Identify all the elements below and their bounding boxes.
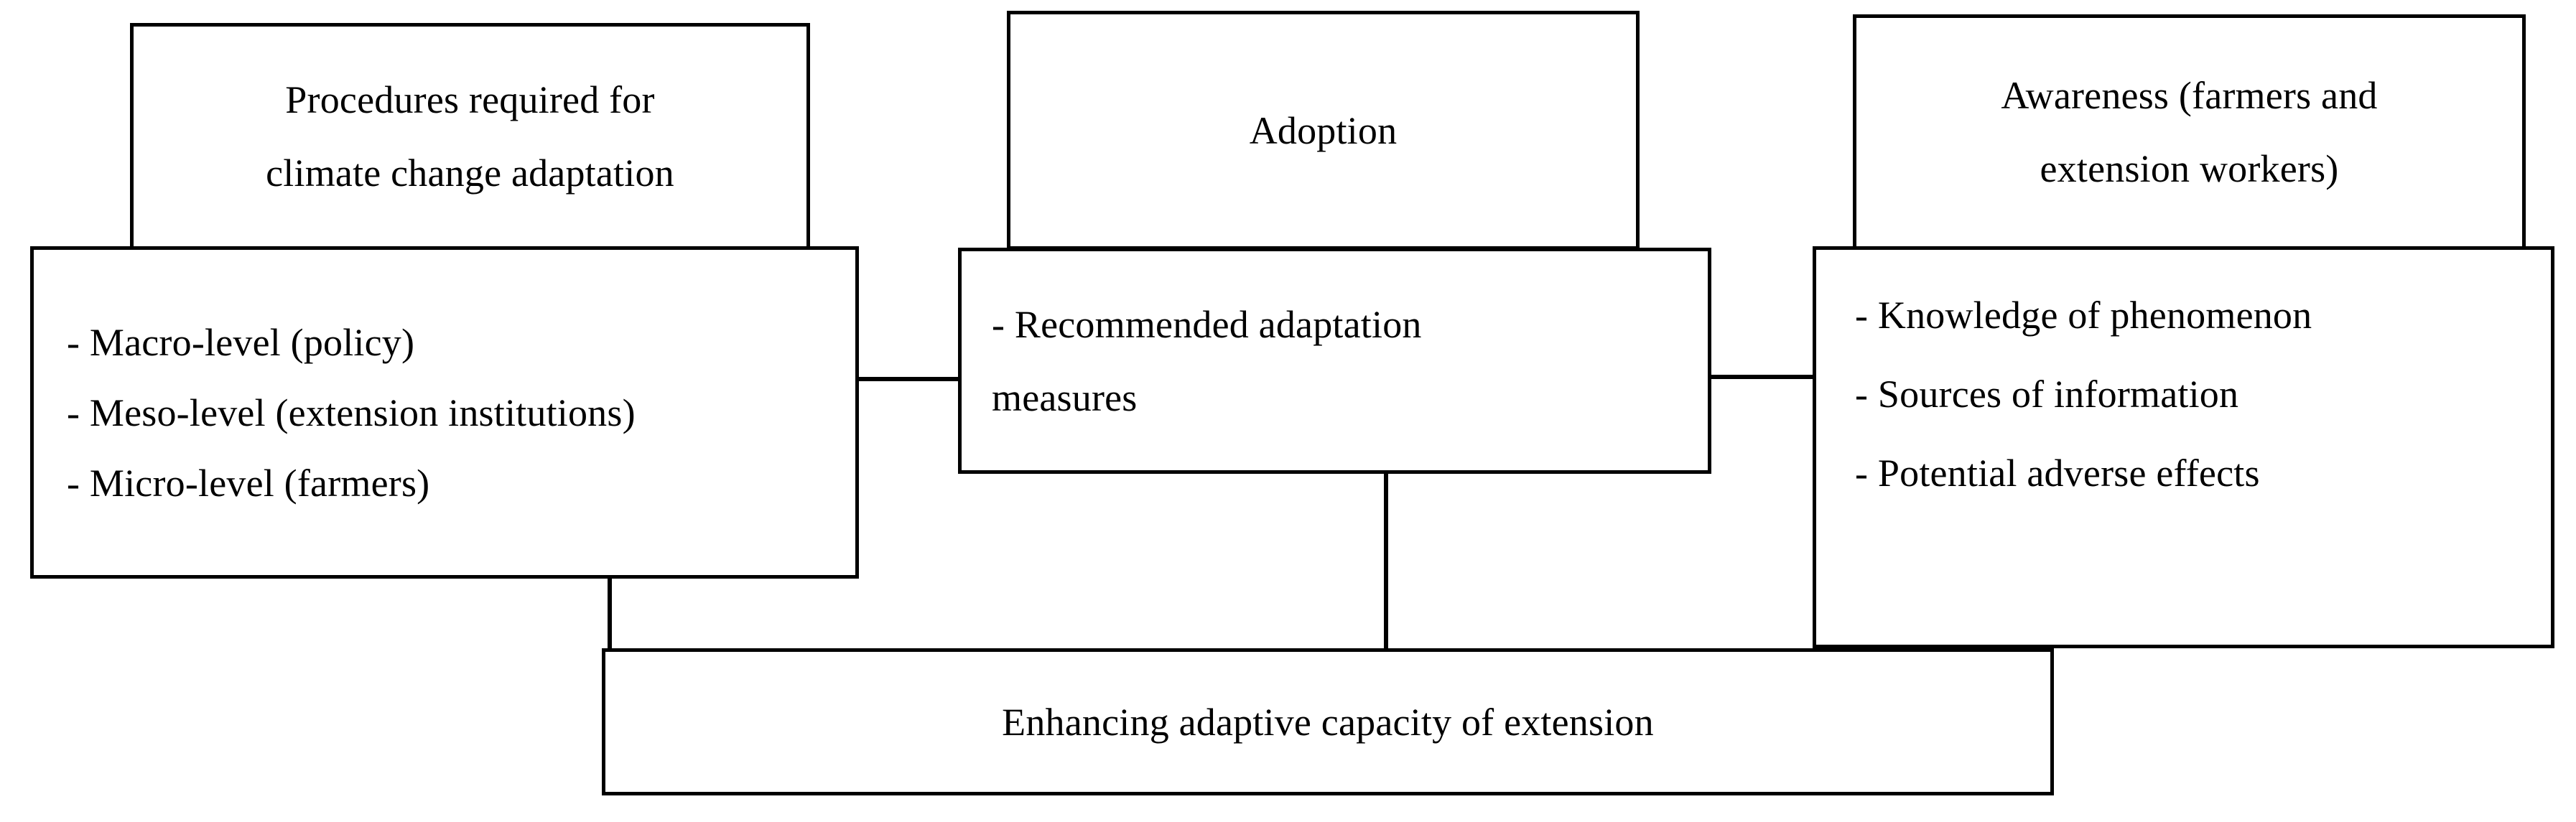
- aspects-item-sources: - Sources of information: [1855, 373, 2239, 416]
- node-recommended-measures: - Recommended adaptation measures: [958, 248, 1711, 474]
- levels-item-micro: - Micro-level (farmers): [67, 461, 430, 505]
- levels-item-meso: - Meso-level (extension institutions): [67, 391, 636, 434]
- measures-line-1: - Recommended adaptation: [992, 302, 1422, 346]
- procedures-line-1: Procedures required for: [285, 78, 655, 121]
- measures-line-2: measures: [992, 375, 1138, 419]
- connector-levels-to-measures: [855, 377, 962, 381]
- connector-measures-to-outcome: [1384, 470, 1388, 652]
- aspects-item-effects: - Potential adverse effects: [1855, 452, 2260, 495]
- awareness-line-1: Awareness (farmers and: [2001, 74, 2378, 117]
- connector-levels-to-outcome: [608, 574, 612, 652]
- outcome-line-1: Enhancing adaptive capacity of extension: [1002, 700, 1654, 744]
- procedures-line-2: climate change adaptation: [266, 151, 674, 195]
- node-procedures-required: Procedures required for climate change a…: [130, 23, 810, 250]
- node-levels-list: - Macro-level (policy) - Meso-level (ext…: [30, 246, 859, 579]
- node-adoption: Adoption: [1007, 11, 1640, 250]
- aspects-item-knowledge: - Knowledge of phenomenon: [1855, 294, 2312, 337]
- levels-item-macro: - Macro-level (policy): [67, 320, 415, 364]
- node-awareness-aspects: - Knowledge of phenomenon - Sources of i…: [1813, 246, 2554, 648]
- node-outcome: Enhancing adaptive capacity of extension: [602, 648, 2054, 795]
- connector-measures-to-aspects: [1708, 375, 1816, 379]
- node-awareness: Awareness (farmers and extension workers…: [1853, 14, 2526, 250]
- awareness-line-2: extension workers): [2040, 147, 2339, 190]
- adoption-line-1: Adoption: [1249, 108, 1398, 152]
